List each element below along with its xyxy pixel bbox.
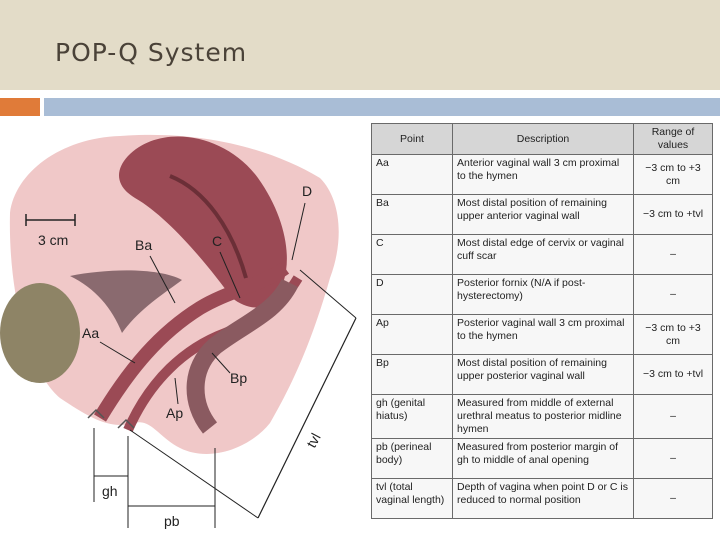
cell-point: D [372,275,453,315]
cell-range: – [634,395,713,439]
cell-point: Ap [372,315,453,355]
cell-point: tvl (total vaginal length) [372,479,453,519]
label-C: C [212,233,222,249]
cell-point: Ba [372,195,453,235]
title-bar: POP-Q System [0,0,720,90]
table-header-row: Point Description Range of values [372,124,713,155]
cell-range: −3 cm to +3 cm [634,155,713,195]
label-Bp: Bp [230,370,247,386]
header-range: Range of values [634,124,713,155]
header-point: Point [372,124,453,155]
pelvic-anatomy-diagram: 3 cm D Ba C Aa Bp Ap tvl gh pb [0,118,370,538]
pubic-bone [0,283,80,383]
cell-range: −3 cm to +3 cm [634,315,713,355]
label-tvl: tvl [303,430,324,450]
label-gh: gh [102,483,118,499]
cell-point: Bp [372,355,453,395]
label-D: D [302,183,312,199]
cell-description: Most distal position of remaining upper … [453,195,634,235]
table-row: gh (genital hiatus)Measured from middle … [372,395,713,439]
cell-description: Measured from posterior margin of gh to … [453,439,634,479]
cell-description: Anterior vaginal wall 3 cm proximal to t… [453,155,634,195]
cell-range: −3 cm to +tvl [634,355,713,395]
cell-range: – [634,439,713,479]
cell-range: – [634,275,713,315]
cell-description: Most distal position of remaining upper … [453,355,634,395]
slide-title: POP-Q System [55,38,247,67]
cell-range: – [634,235,713,275]
accent-bar-orange [0,98,40,116]
accent-bar-blue [44,98,720,116]
cell-point: C [372,235,453,275]
cell-description: Posterior vaginal wall 3 cm proximal to … [453,315,634,355]
header-description: Description [453,124,634,155]
label-Ap: Ap [166,405,183,421]
cell-description: Most distal edge of cervix or vaginal cu… [453,235,634,275]
cell-description: Posterior fornix (N/A if post-hysterecto… [453,275,634,315]
label-pb: pb [164,513,180,529]
cell-description: Measured from middle of external urethra… [453,395,634,439]
cell-point: Aa [372,155,453,195]
label-Ba: Ba [135,237,152,253]
cell-description: Depth of vagina when point D or C is red… [453,479,634,519]
scale-bar-label: 3 cm [38,232,68,248]
cell-point: gh (genital hiatus) [372,395,453,439]
table-row: pb (perineal body)Measured from posterio… [372,439,713,479]
label-Aa: Aa [82,325,99,341]
cell-range: −3 cm to +tvl [634,195,713,235]
cell-point: pb (perineal body) [372,439,453,479]
cell-range: – [634,479,713,519]
table-row: tvl (total vaginal length)Depth of vagin… [372,479,713,519]
